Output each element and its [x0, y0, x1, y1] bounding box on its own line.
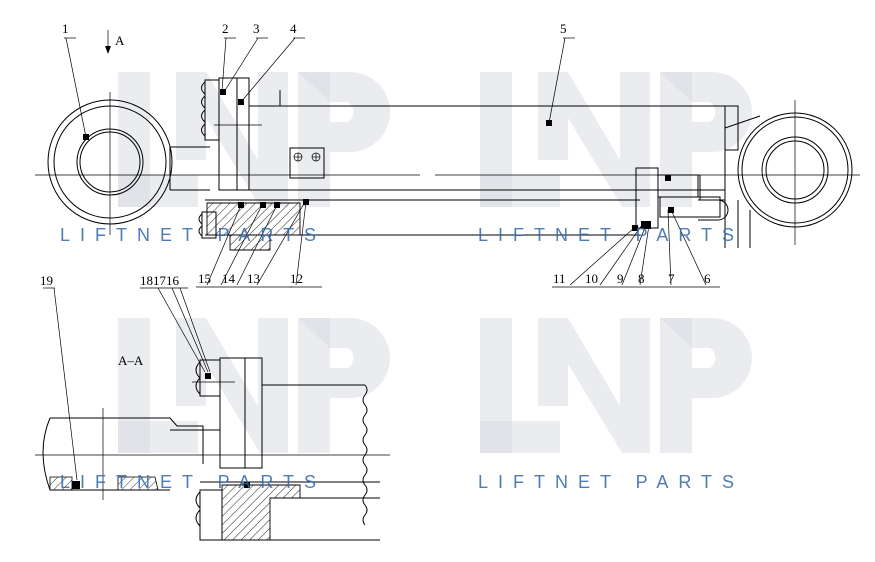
callout-7: 7	[668, 271, 675, 286]
watermark-logo	[118, 72, 752, 453]
callout-10: 10	[585, 271, 598, 286]
watermark-text-1: LIFTNET PARTS	[60, 225, 326, 245]
callout-leaders	[43, 37, 707, 481]
watermark-text-2: LIFTNET PARTS	[478, 225, 744, 245]
callout-numbers: 1 2 3 4 5 15 14 13 12 11 10 9 8 7 6 19 1…	[40, 21, 711, 288]
callout-4: 4	[290, 21, 297, 36]
callout-14: 14	[222, 271, 236, 286]
callout-13: 13	[247, 271, 260, 286]
port-block	[289, 147, 325, 179]
callout-1: 1	[62, 21, 69, 36]
callout-18-17-16: 181716	[140, 273, 180, 288]
callout-11: 11	[553, 271, 566, 286]
callout-9: 9	[617, 271, 624, 286]
callout-19: 19	[40, 273, 53, 288]
rod-eye-left	[47, 92, 173, 235]
watermark-text-4: LIFTNET PARTS	[478, 472, 744, 492]
callout-2: 2	[222, 21, 229, 36]
view-marker-label: A	[115, 33, 125, 48]
rod-eye-right	[699, 100, 853, 248]
section-label: A–A	[118, 353, 144, 368]
callout-15: 15	[198, 271, 211, 286]
callout-8: 8	[638, 271, 645, 286]
callout-5: 5	[560, 21, 567, 36]
gland-section	[198, 199, 309, 251]
callout-12: 12	[290, 271, 303, 286]
view-arrow-a: A	[105, 30, 125, 54]
callout-6: 6	[704, 271, 711, 286]
section-a-a: A–A	[35, 353, 390, 541]
callout-3: 3	[253, 21, 260, 36]
watermark-text-3: LIFTNET PARTS	[60, 472, 326, 492]
